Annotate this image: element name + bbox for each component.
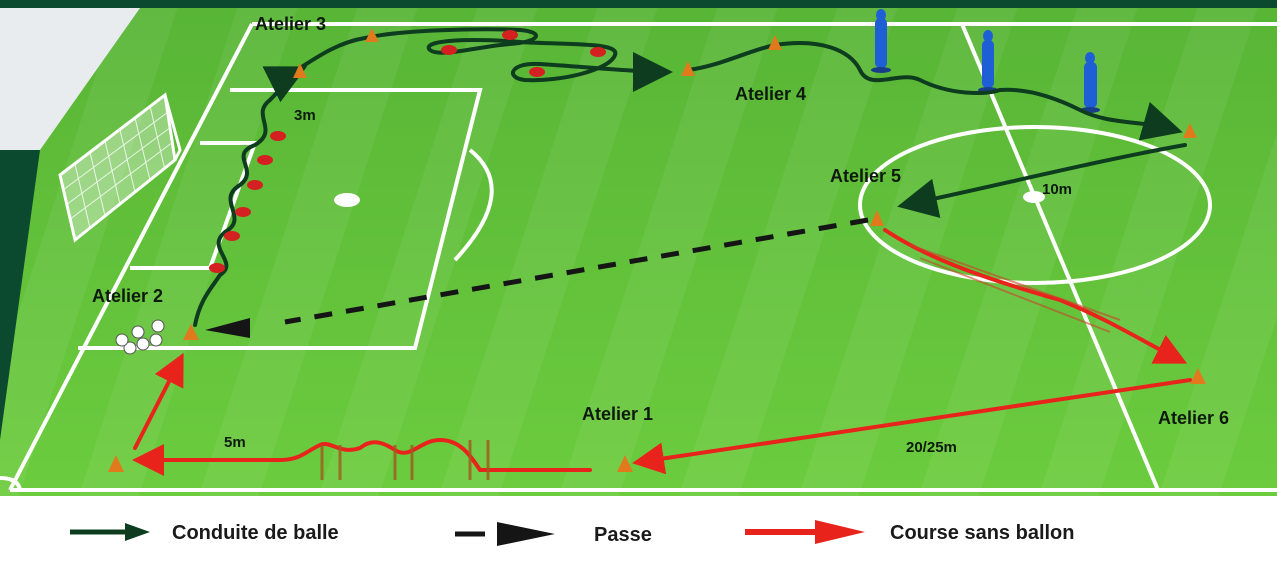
cone <box>365 28 379 42</box>
mannequin <box>871 9 891 73</box>
cone <box>617 455 633 472</box>
cone <box>183 324 199 340</box>
label-atelier3: Atelier 3 <box>255 14 326 34</box>
distance-3m: 3m <box>294 107 316 124</box>
pass-arrowhead <box>205 318 250 338</box>
pitch-lines <box>8 22 1277 492</box>
cone <box>293 63 307 78</box>
legend-dribble-label: Conduite de balle <box>172 522 339 544</box>
hurdles <box>320 440 490 480</box>
disc-markers <box>209 30 606 273</box>
label-atelier2: Atelier 2 <box>92 286 163 306</box>
legend: Conduite de balle Passe Course sans ball… <box>0 496 1277 566</box>
label-atelier4: Atelier 4 <box>735 84 806 104</box>
run-path-to-atelier2 <box>133 352 184 450</box>
legend-item-dribble: Conduite de balle <box>70 522 339 544</box>
cone <box>1183 123 1197 138</box>
label-atelier6: Atelier 6 <box>1158 408 1229 428</box>
mannequin <box>1080 52 1100 113</box>
dribble-path-atelier2 <box>193 66 308 327</box>
legend-run-label: Course sans ballon <box>890 522 1075 544</box>
centre-spot <box>1023 191 1045 203</box>
run-legend-arrowhead <box>815 520 865 544</box>
distance-10m: 10m <box>1042 181 1072 198</box>
pass-legend-arrowhead <box>497 522 555 546</box>
cone <box>108 455 124 472</box>
run-paths <box>132 228 1192 476</box>
cone <box>870 210 884 226</box>
distance-20-25m: 20/25m <box>906 439 957 456</box>
penalty-spot <box>334 193 360 207</box>
corner-arc <box>0 476 22 491</box>
goal-net <box>58 92 182 243</box>
cones <box>108 28 1206 472</box>
cone <box>768 35 782 50</box>
balls <box>115 319 165 355</box>
legend-background <box>0 496 1277 566</box>
frame-edge <box>0 150 40 440</box>
label-atelier1: Atelier 1 <box>582 404 653 424</box>
legend-item-pass: Passe <box>455 522 652 546</box>
run-path-atelier5-6 <box>883 228 1188 364</box>
pass-line <box>205 217 869 338</box>
legend-pass-label: Passe <box>594 524 652 546</box>
cone <box>1190 368 1206 384</box>
cone <box>681 61 695 76</box>
off-pitch-area <box>0 8 140 150</box>
legend-item-run: Course sans ballon <box>745 520 1075 544</box>
distance-5m: 5m <box>224 434 246 451</box>
speed-ladder <box>909 244 1121 333</box>
run-path-atelier1-start <box>132 437 592 476</box>
dribble-path-atelier3 <box>298 27 673 92</box>
dribble-path-atelier5 <box>897 143 1187 218</box>
label-atelier5: Atelier 5 <box>830 166 901 186</box>
dribble-arrowhead <box>125 523 150 541</box>
mannequins <box>871 9 1100 113</box>
run-path-atelier6-1 <box>632 378 1192 475</box>
